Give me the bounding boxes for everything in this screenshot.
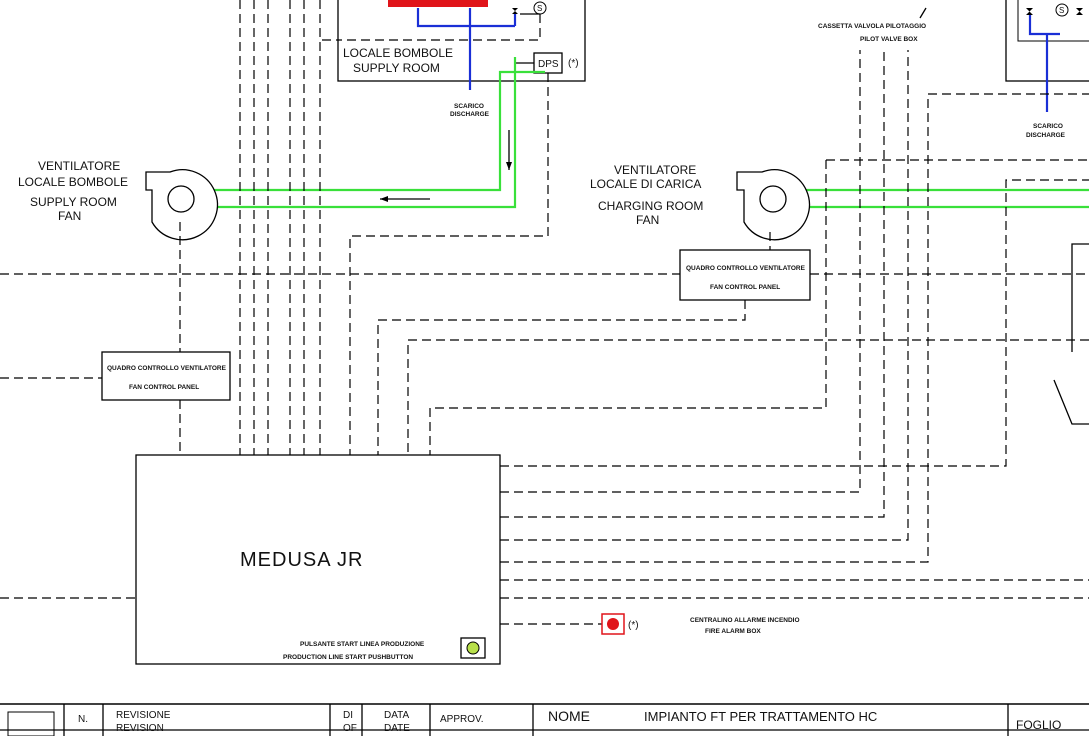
supply-discharge-label-en: DISCHARGE xyxy=(450,111,490,118)
tb-date: DATE xyxy=(384,723,410,734)
fan-control-panel-left: QUADRO CONTROLLO VENTILATORE FAN CONTROL… xyxy=(101,351,231,401)
tb-revision-it: REVISIONE xyxy=(116,710,171,721)
charging-fan-duct xyxy=(797,188,1089,209)
title-block: N. REVISIONE REVISION DI OF DATA DATE AP… xyxy=(0,703,1089,736)
tb-nome: NOME xyxy=(548,708,590,724)
charging-fan-label-en-1: CHARGING ROOM xyxy=(598,199,703,213)
pushbutton-label-it: PULSANTE START LINEA PRODUZIONE xyxy=(300,641,425,648)
tb-revision-en: REVISION xyxy=(116,723,164,734)
tb-approv: APPROV. xyxy=(440,714,484,725)
medusa-jr-unit: MEDUSA JR PULSANTE START LINEA PRODUZION… xyxy=(135,454,501,665)
fire-alarm-label-it: CENTRALINO ALLARME INCENDIO xyxy=(690,617,800,624)
main-unit-name: MEDUSA JR xyxy=(240,549,363,571)
supply-fan-label-en-1: SUPPLY ROOM xyxy=(30,195,117,209)
tb-n-label: N. xyxy=(78,714,88,725)
tb-di: DI xyxy=(343,710,353,721)
valve-icon xyxy=(1076,8,1083,15)
right-edge-panel xyxy=(1053,243,1089,425)
tb-data: DATA xyxy=(384,710,410,721)
s-symbol-icon: S xyxy=(1055,3,1069,17)
charging-fan-label-it-2: LOCALE DI CARICA xyxy=(590,177,701,191)
charging-fan-label-en-2: FAN xyxy=(636,213,659,227)
dps-note: (*) xyxy=(568,58,579,69)
svg-text:FAN CONTROL PANEL: FAN CONTROL PANEL xyxy=(129,384,199,391)
svg-text:S: S xyxy=(1059,6,1064,15)
supply-room-fan: VENTILATORE LOCALE BOMBOLE SUPPLY ROOM F… xyxy=(18,159,219,241)
svg-text:S: S xyxy=(537,4,542,13)
tb-of: OF xyxy=(343,723,357,734)
signal-lines xyxy=(0,0,1089,625)
tb-project-name: IMPIANTO FT PER TRATTAMENTO HC xyxy=(644,709,877,724)
supply-fan-label-it-1: VENTILATORE xyxy=(38,159,120,173)
supply-room-label-it: LOCALE BOMBOLE xyxy=(343,46,453,60)
supply-discharge-label-it: SCARICO xyxy=(454,103,484,110)
valve-icon xyxy=(512,8,518,14)
tb-foglio: FOGLIO xyxy=(1016,718,1061,732)
fire-alarm-note: (*) xyxy=(628,620,639,631)
pilot-valve-label-it: CASSETTA VALVOLA PILOTAGGIO xyxy=(818,23,926,30)
svg-text:FAN CONTROL PANEL: FAN CONTROL PANEL xyxy=(710,284,780,291)
svg-text:QUADRO CONTROLLO VENTILATORE: QUADRO CONTROLLO VENTILATORE xyxy=(107,365,227,372)
supply-fan-label-it-2: LOCALE BOMBOLE xyxy=(18,175,128,189)
charging-fan-label-it-1: VENTILATORE xyxy=(614,163,696,177)
svg-text:DPS: DPS xyxy=(538,59,559,70)
supply-fan-duct xyxy=(205,57,545,209)
right-discharge-label-it: SCARICO xyxy=(1033,123,1063,130)
fan-control-panel-right: QUADRO CONTROLLO VENTILATORE FAN CONTROL… xyxy=(679,249,811,301)
pilot-valve-label-en: PILOT VALVE BOX xyxy=(860,36,918,43)
s-symbol-icon: S xyxy=(533,1,547,15)
valve-icon xyxy=(1026,8,1033,15)
charging-room-fan: VENTILATORE LOCALE DI CARICA CHARGING RO… xyxy=(590,163,811,241)
pilot-valve-box: CASSETTA VALVOLA PILOTAGGIO PILOT VALVE … xyxy=(818,7,927,43)
supply-room-label-en: SUPPLY ROOM xyxy=(353,61,440,75)
pushbutton-label-en: PRODUCTION LINE START PUSHBUTTON xyxy=(283,654,413,661)
fire-alarm-label-en: FIRE ALARM BOX xyxy=(705,628,761,635)
fire-alarm-box: (*) CENTRALINO ALLARME INCENDIO FIRE ALA… xyxy=(601,613,800,635)
svg-text:QUADRO CONTROLLO VENTILATORE: QUADRO CONTROLLO VENTILATORE xyxy=(686,265,806,272)
alarm-bell-icon xyxy=(607,618,619,630)
start-pushbutton[interactable] xyxy=(460,637,486,659)
supply-fan-label-en-2: FAN xyxy=(58,209,81,223)
right-room: S SCARICO DISCHARGE xyxy=(1005,0,1089,139)
supply-header-bar xyxy=(388,0,488,7)
right-discharge-label-en: DISCHARGE xyxy=(1026,132,1066,139)
